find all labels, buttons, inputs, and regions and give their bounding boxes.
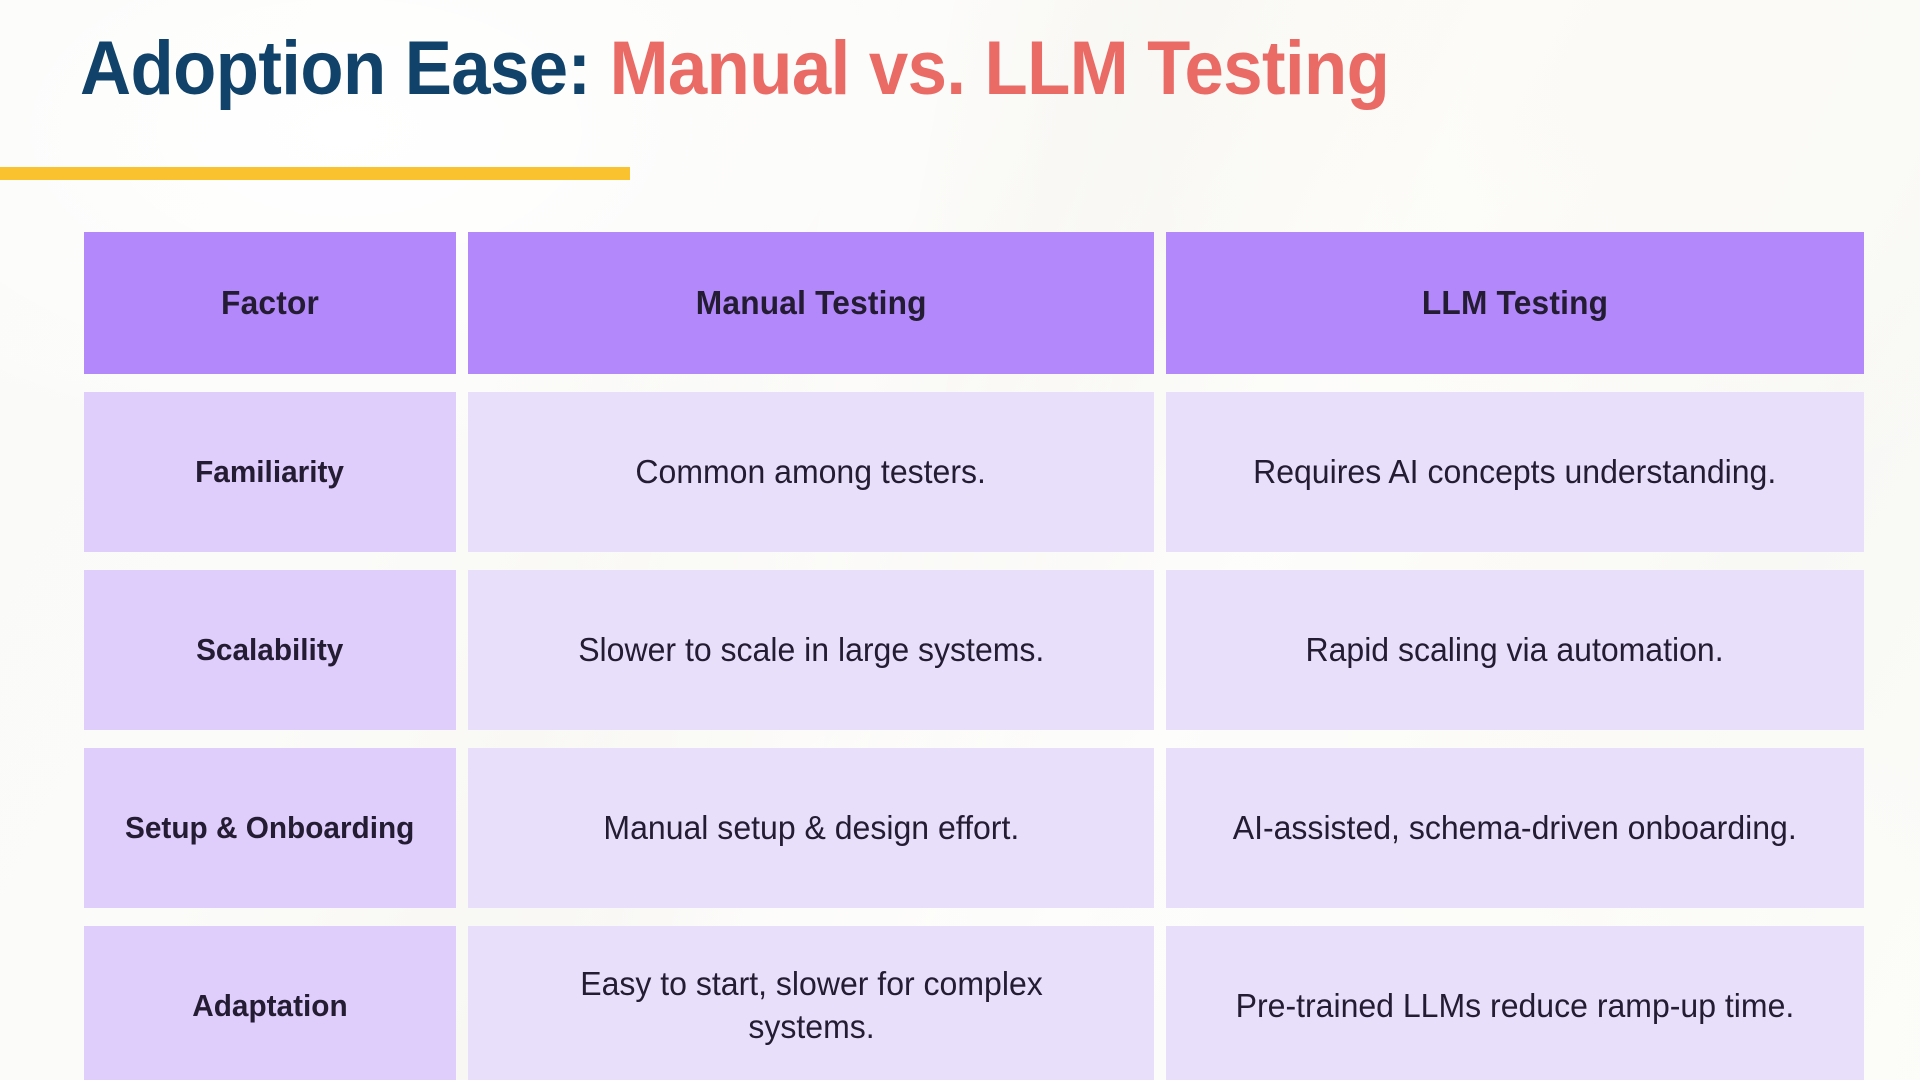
- factor-label: Adaptation: [192, 987, 348, 1023]
- title-accent-text: Manual vs. LLM Testing: [609, 26, 1390, 111]
- manual-value: Easy to start, slower for complex system…: [579, 965, 1043, 1045]
- table-cell-manual: Slower to scale in large systems.: [468, 570, 1154, 730]
- table-header-label: LLM Testing: [1421, 284, 1609, 321]
- table-cell-factor: Familiarity: [84, 392, 456, 552]
- manual-value: Slower to scale in large systems.: [577, 630, 1045, 668]
- table-row: Setup & Onboarding Manual setup & design…: [84, 748, 1864, 908]
- manual-value: Common among testers.: [635, 452, 987, 490]
- table-row: Familiarity Common among testers. Requir…: [84, 392, 1864, 552]
- manual-value: Manual setup & design effort.: [603, 808, 1019, 846]
- table-header-cell-manual-testing: Manual Testing: [468, 232, 1154, 374]
- llm-value: Rapid scaling via automation.: [1305, 630, 1725, 668]
- table-cell-manual: Common among testers.: [468, 392, 1154, 552]
- title-primary-text: Adoption Ease:: [80, 26, 591, 111]
- title-underline-rule: [0, 167, 630, 180]
- table-cell-factor: Setup & Onboarding: [84, 748, 456, 908]
- table-row: Scalability Slower to scale in large sys…: [84, 570, 1864, 730]
- llm-value: Pre-trained LLMs reduce ramp-up time.: [1235, 986, 1795, 1024]
- table-cell-manual: Easy to start, slower for complex system…: [468, 926, 1154, 1080]
- table-cell-factor: Adaptation: [84, 926, 456, 1080]
- table-cell-llm: AI-assisted, schema-driven onboarding.: [1166, 748, 1864, 908]
- factor-label: Familiarity: [195, 453, 345, 489]
- table-header-label: Manual Testing: [695, 284, 927, 321]
- factor-label: Scalability: [196, 631, 344, 667]
- table-cell-llm: Rapid scaling via automation.: [1166, 570, 1864, 730]
- title-block: Adoption Ease: Manual vs. LLM Testing: [80, 26, 1840, 111]
- table-cell-manual: Manual setup & design effort.: [468, 748, 1154, 908]
- table-header-cell-factor: Factor: [84, 232, 456, 374]
- factor-label: Setup & Onboarding: [125, 809, 415, 845]
- table-cell-llm: Pre-trained LLMs reduce ramp-up time.: [1166, 926, 1864, 1080]
- table-cell-llm: Requires AI concepts understanding.: [1166, 392, 1864, 552]
- llm-value: AI-assisted, schema-driven onboarding.: [1232, 808, 1798, 846]
- table-cell-factor: Scalability: [84, 570, 456, 730]
- llm-value: Requires AI concepts understanding.: [1253, 452, 1777, 490]
- table-row: Adaptation Easy to start, slower for com…: [84, 926, 1864, 1080]
- table-header-cell-llm-testing: LLM Testing: [1166, 232, 1864, 374]
- comparison-table: Factor Manual Testing LLM Testing Famili…: [84, 232, 1864, 1080]
- table-header-label: Factor: [221, 284, 319, 321]
- table-header-row: Factor Manual Testing LLM Testing: [84, 232, 1864, 374]
- page-title: Adoption Ease: Manual vs. LLM Testing: [80, 26, 1717, 111]
